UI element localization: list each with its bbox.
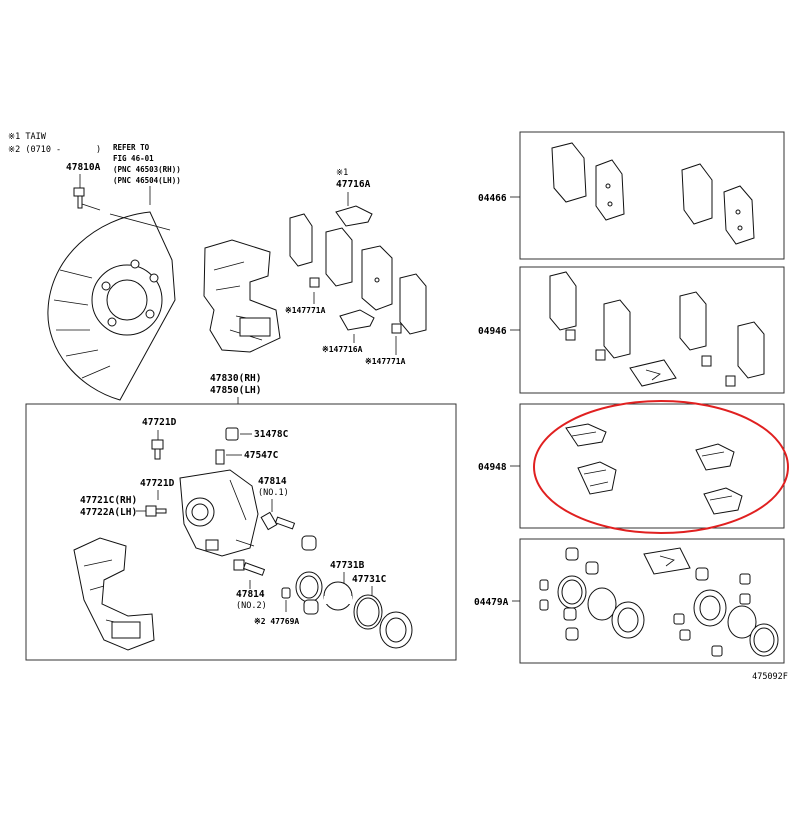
kit-04948-clips [565,423,743,515]
label-47771A-right: ※147771A [365,357,406,366]
label-47716A: 47716A [336,179,371,190]
kit-04479A-seals [539,547,779,657]
kit-04466-pads [551,142,755,245]
shim-clip-lower [339,309,375,331]
note-taiw: ※1 TAIW [8,132,47,142]
label-47830: 47830(RH) [210,373,261,384]
caliper-bracket-lower [73,537,155,651]
bolt-47810A [73,187,85,209]
guide-pin-no1 [260,511,296,531]
label-47850: 47850(LH) [210,385,261,396]
kit-code-04948: 04948 [478,462,507,473]
caliper-assy-box [25,403,457,661]
label-47814-no2-sub: (NO.2) [236,601,267,611]
dust-boot [379,611,413,649]
shim-clip-upper [335,205,373,227]
refer-line2: FIG 46-01 [113,154,154,163]
label-47721C: 47721C(RH) [80,495,137,506]
label-47814-no1: 47814 [258,476,287,487]
kit-box-04948 [519,403,785,529]
bleeder-47547C [215,449,225,465]
label-47771A-left: ※147771A [285,306,326,315]
note-date-close: ) [96,145,101,155]
bolt-47721C [145,505,167,517]
kit-code-04466: 04466 [478,193,507,204]
small-clip-right [391,323,402,334]
caliper-body [179,469,259,557]
seal-47731C [353,594,383,630]
backing-plate [47,211,176,401]
brake-pad-3 [361,245,393,311]
bolt-47721D-top [151,439,164,460]
refer-line4: (PNC 46504(LH)) [113,176,181,185]
seal-ring-left [295,571,323,603]
guide-pin-no2 [233,559,266,576]
label-47716A-bottom: ※147716A [322,345,363,354]
label-47814-no1-sub: (NO.1) [258,488,289,498]
small-part-47769A [281,587,291,599]
kit-04946-pads-clips [549,271,765,387]
label-47547C: 47547C [244,450,279,461]
cap-31478C [225,427,239,441]
kit-code-04479A: 04479A [474,597,509,608]
note-date: ※2 (0710 - [8,145,61,155]
brake-pad-1 [289,213,313,267]
figure-id: 475092F [752,672,788,682]
brake-pad-4 [399,273,427,335]
kit-code-04946: 04946 [478,326,507,337]
label-47731B: 47731B [330,560,365,571]
boot-mid [303,599,319,615]
label-31478C: 31478C [254,429,289,440]
piston-47731B [323,581,353,611]
kit-box-04466 [519,131,785,260]
label-47769A: ※2 47769A [254,617,299,626]
refer-line1: REFER TO [113,143,150,152]
label-47721D-mid: 47721D [140,478,175,489]
label-47721D-top: 47721D [142,417,177,428]
label-47731C: 47731C [352,574,387,585]
highlight-ellipse [533,400,789,534]
caliper-bracket-top [203,239,281,353]
refer-line3: (PNC 46503(RH)) [113,165,181,174]
brake-pad-2 [325,227,353,287]
small-clip-left [309,277,320,288]
leader-bolt-to-plate [81,203,101,211]
boot-upper [301,535,317,551]
label-47722A: 47722A(LH) [80,507,137,518]
mark-47716A: ※1 [336,168,348,178]
label-47810A: 47810A [66,162,101,173]
label-47814-no2: 47814 [236,589,265,600]
